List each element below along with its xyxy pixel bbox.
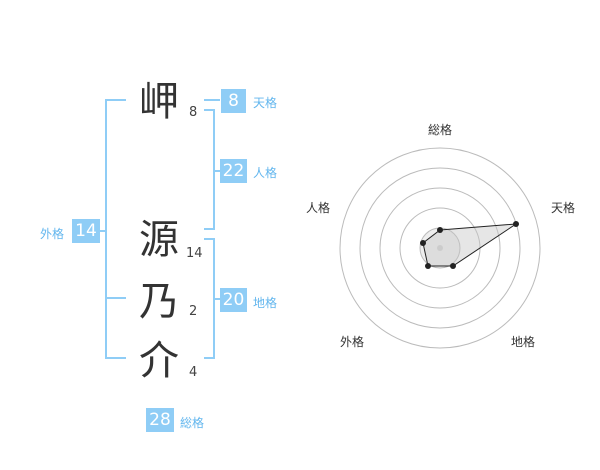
name-char-1: 岬 xyxy=(139,79,179,125)
radar-point-tenkaku xyxy=(513,221,519,227)
jinkaku-bracket-line xyxy=(204,109,215,230)
radar-polygon xyxy=(422,223,518,267)
radar-label-tenkaku: 天格 xyxy=(551,201,576,215)
gaikaku-label: 外格 xyxy=(40,227,65,241)
radar-point-chikaku xyxy=(450,263,456,269)
stroke-count-3: 2 xyxy=(189,304,198,319)
jinkaku-label: 人格 xyxy=(253,166,278,180)
outer-bracket-line xyxy=(105,99,126,359)
name-char-4: 介 xyxy=(139,338,179,384)
stroke-count-1: 8 xyxy=(189,105,198,120)
stroke-count-4: 4 xyxy=(189,365,198,380)
tenkaku-label: 天格 xyxy=(253,96,278,110)
radar-point-jinkaku xyxy=(420,240,426,246)
chikaku-label: 地格 xyxy=(253,296,278,310)
radar-label-chikaku: 地格 xyxy=(511,335,536,349)
name-char-3: 乃 xyxy=(139,279,179,325)
soukaku-value: 28 xyxy=(146,408,174,432)
tenkaku-value: 8 xyxy=(221,89,246,113)
radar-point-soukaku xyxy=(437,227,443,233)
stroke-count-2: 14 xyxy=(186,246,203,261)
jinkaku-value: 22 xyxy=(220,159,247,183)
radar-point-gaikaku xyxy=(425,263,431,269)
radar-ring-3 xyxy=(379,187,501,309)
name-char-2: 源 xyxy=(139,217,179,263)
radar-center-dot xyxy=(437,245,443,251)
radar-label-jinkaku: 人格 xyxy=(306,201,331,215)
radar-label-gaikaku: 外格 xyxy=(340,335,365,349)
soukaku-label: 総格 xyxy=(180,416,205,430)
radar-label-soukaku: 総格 xyxy=(428,123,453,137)
radar-ring-2 xyxy=(359,167,521,329)
chikaku-value: 20 xyxy=(220,288,247,312)
radar-ring-1 xyxy=(339,147,541,349)
gaikaku-value: 14 xyxy=(72,219,100,243)
